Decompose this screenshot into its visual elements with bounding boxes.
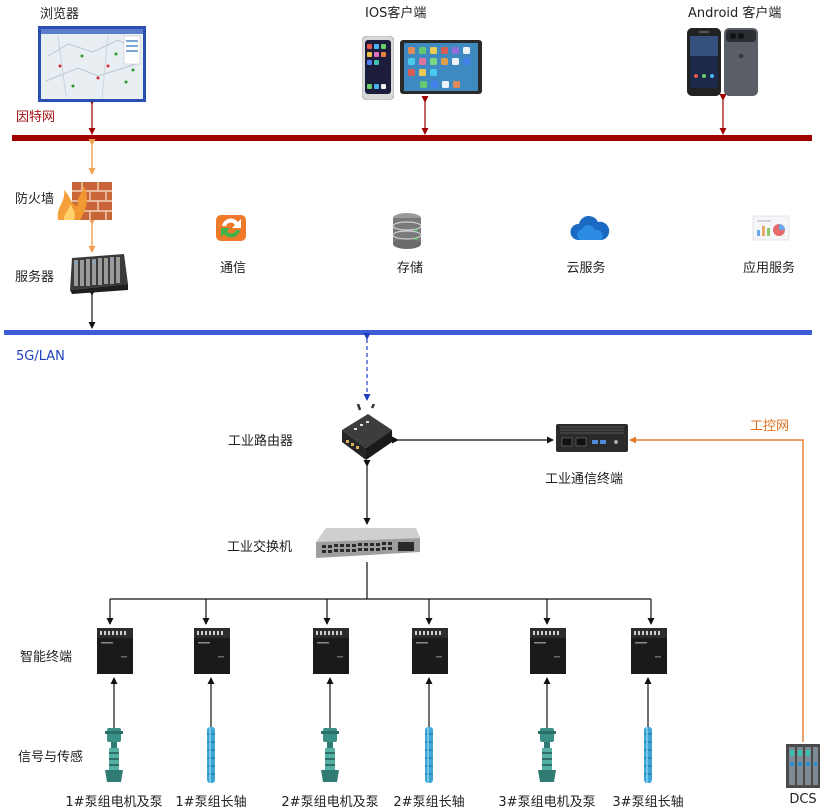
router-label: 工业路由器 (228, 434, 294, 449)
android-phone-front-icon (687, 28, 721, 96)
browser-monitor-icon (38, 26, 146, 102)
pump-unit-label: 1#泵组电机及泵 (65, 795, 163, 810)
analytics-icon (749, 212, 793, 248)
internet-bar (12, 135, 812, 141)
ics-label: 工控网 (750, 419, 790, 434)
long-shaft-icon (640, 726, 656, 788)
ics-network-line (629, 436, 804, 742)
smart-terminal-icon (192, 626, 232, 680)
browser-label: 浏览器 (40, 7, 80, 22)
android-label: Android 客户端 (688, 6, 782, 21)
sensor-uplinks (110, 677, 652, 728)
industrial-switch-icon (316, 528, 420, 558)
android-phone-back-icon (724, 28, 758, 96)
industrial-router-icon (342, 404, 392, 460)
switch-label: 工业交换机 (227, 540, 293, 555)
motor-pump-icon (532, 726, 562, 788)
smart-terminal-label: 智能终端 (20, 650, 73, 665)
smart-terminal-icon (629, 626, 669, 680)
motor-pump-icon (315, 726, 345, 788)
service-label: 云服务 (566, 261, 606, 276)
terminal-drops (106, 599, 655, 625)
pump-unit-label: 1#泵组长轴 (175, 795, 247, 810)
lan-label: 5G/LAN (16, 349, 65, 364)
service-label: 通信 (219, 261, 247, 276)
smart-terminal-icon (528, 626, 568, 680)
ios-label: IOS客户端 (365, 6, 427, 21)
pump-unit-label: 3#泵组长轴 (612, 795, 684, 810)
firewall-icon (57, 182, 112, 220)
pump-unit-label: 3#泵组电机及泵 (498, 795, 596, 810)
service-label: 应用服务 (742, 261, 796, 276)
smart-terminal-icon (95, 626, 135, 680)
internet-label: 因特网 (16, 110, 56, 125)
service-label: 存储 (396, 261, 424, 276)
ipad-icon (400, 40, 482, 94)
iphone-icon (362, 36, 394, 100)
server-rack-icon (70, 254, 128, 294)
sensors-label: 信号与传感 (18, 750, 84, 765)
motor-pump-icon (99, 726, 129, 788)
lan-bar (4, 330, 812, 335)
smart-terminal-icon (410, 626, 450, 680)
firewall-label: 防火墙 (15, 192, 55, 207)
database-icon (390, 212, 424, 254)
long-shaft-icon (203, 726, 219, 788)
pump-unit-label: 2#泵组电机及泵 (281, 795, 379, 810)
long-shaft-icon (421, 726, 437, 788)
server-label: 服务器 (15, 270, 55, 285)
comm-terminal-label: 工业通信终端 (545, 472, 624, 487)
dcs-label: DCS (789, 792, 817, 807)
dcs-cabinet-icon (786, 744, 820, 788)
sync-arrows-icon (213, 212, 249, 248)
comm-terminal-icon (556, 424, 628, 452)
pump-unit-label: 2#泵组长轴 (393, 795, 465, 810)
cloud-icon (566, 214, 614, 250)
smart-terminal-icon (311, 626, 351, 680)
